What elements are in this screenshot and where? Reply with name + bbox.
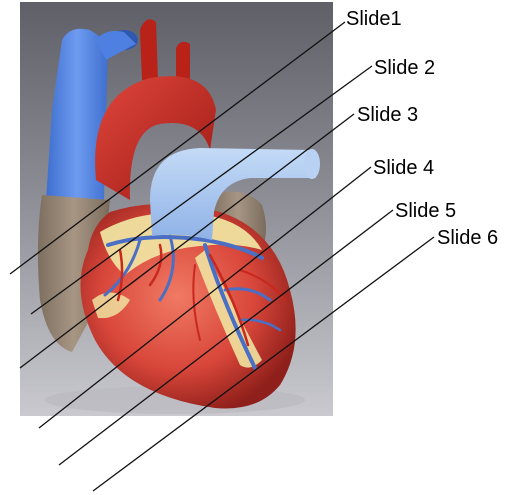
slide-2-label: Slide 2 xyxy=(374,58,435,78)
slide-5-label: Slide 5 xyxy=(395,201,456,221)
slide-1-label: Slide1 xyxy=(346,9,402,29)
slide-3-label: Slide 3 xyxy=(357,105,418,125)
slide-6-label: Slide 6 xyxy=(437,228,498,248)
slide-4-label: Slide 4 xyxy=(373,158,434,178)
pulmonary-artery-end xyxy=(304,149,320,179)
aortic-branch-1 xyxy=(140,19,158,80)
